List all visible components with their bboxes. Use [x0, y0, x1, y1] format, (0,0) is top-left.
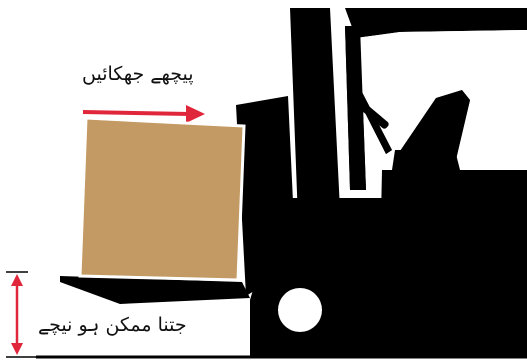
tilt-back-label: پیچھے جھکائیں — [82, 63, 194, 85]
height-arrow-head-down — [11, 343, 23, 355]
height-label: جتنا ممکن ہو نیچے — [38, 314, 187, 336]
height-indicator — [6, 272, 36, 357]
front-wheel — [256, 266, 344, 354]
cargo-box — [80, 118, 244, 280]
height-arrow-head-up — [11, 274, 23, 286]
